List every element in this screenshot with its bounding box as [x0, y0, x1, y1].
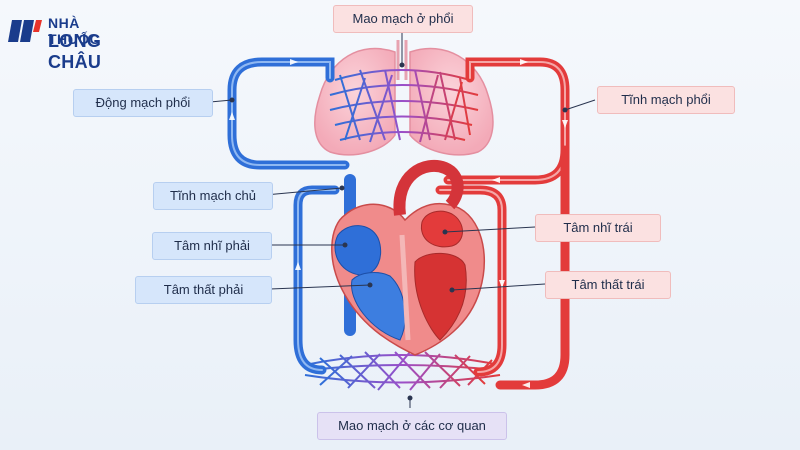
label-pulmonary-artery: Động mạch phổi [73, 89, 213, 117]
right-atrium-chamber [334, 225, 382, 276]
leader-dots [229, 62, 568, 401]
label-left-ventricle: Tâm thất trái [545, 271, 671, 299]
label-right-atrium: Tâm nhĩ phải [152, 232, 272, 260]
lungs [314, 40, 494, 156]
trachea [396, 40, 408, 80]
brand-mark-icon [8, 20, 42, 42]
label-organ-capillaries: Mao mạch ở các cơ quan [317, 412, 507, 440]
oxygenated-vessels [435, 57, 570, 390]
left-atrium-chamber [420, 210, 463, 248]
aortic-arch [393, 159, 464, 216]
leader-lines [209, 30, 596, 408]
flow-arrows [229, 59, 568, 388]
organ-capillary-network [304, 351, 501, 391]
heart [331, 159, 486, 356]
brand-line1: NHÀ THUỐC [48, 15, 101, 47]
septum [399, 234, 411, 341]
label-pulmonary-capillaries: Mao mạch ở phổi [333, 5, 473, 33]
label-pulmonary-vein: Tĩnh mạch phổi [597, 86, 735, 114]
brand-line2: LONG CHÂU [48, 31, 102, 72]
label-right-ventricle: Tâm thất phải [135, 276, 272, 304]
left-ventricle-chamber [414, 252, 467, 341]
label-vena-cava: Tĩnh mạch chủ [153, 182, 273, 210]
label-left-atrium: Tâm nhĩ trái [535, 214, 661, 242]
pulmonary-capillary-network [329, 69, 479, 143]
systemic-vein-vessel [293, 185, 340, 375]
